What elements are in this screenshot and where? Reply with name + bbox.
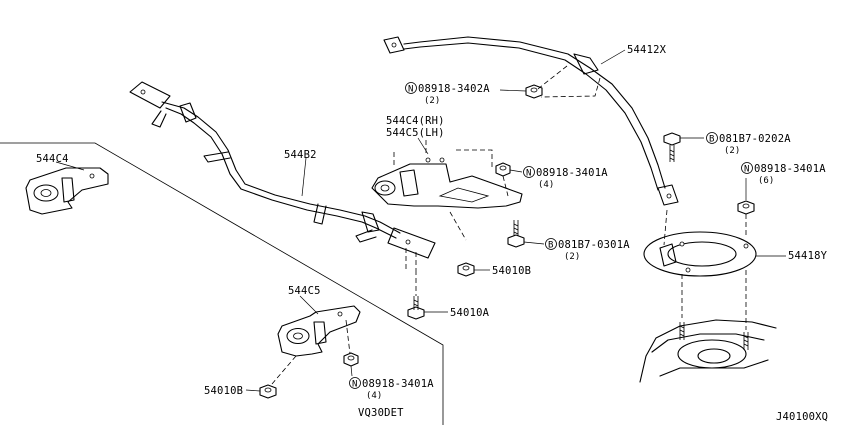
leader-54010b-low [245,389,261,392]
quantity: (4) [538,180,554,190]
bracket-544c4-rh [371,140,523,241]
leader-54412x [600,49,626,65]
callout-08918-3401a-mid: N 08918-3401A (4) [523,166,608,190]
leader-544c4-rh [417,137,429,155]
quantity: (4) [366,391,382,401]
ring-plate-54418y [643,231,757,330]
strut-tower [639,319,777,383]
label-54412x: 54412X [627,44,667,56]
prefix: N [526,169,531,179]
nut-3402a [525,84,543,99]
label-544b2: 544B2 [284,149,317,161]
part-number: 08918-3401A [536,167,608,179]
bracket-544c4-left [25,167,109,215]
nut-54010b-low [259,384,277,399]
b-symbol-icon [706,132,718,144]
prefix: B [548,241,553,251]
prefix: B [709,135,714,145]
leader-544c5-lower [299,295,319,315]
engine-variant-label: VQ30DET [358,407,404,419]
n-symbol-icon [349,377,361,389]
leader-nut-3402a [499,89,527,92]
leader-nut-3401a-low [350,365,353,377]
label-54418y: 54418Y [788,250,828,262]
label-54010a: 54010A [450,307,490,319]
n-symbol-icon [523,166,535,178]
prefix: N [352,380,357,390]
quantity: (2) [564,252,580,262]
diagram-code: J40100XQ [776,411,828,423]
label-544c4-left: 544C4 [36,153,69,165]
callout-08918-3401a-low: N 08918-3401A (4) [349,377,434,401]
quantity: (2) [424,96,440,106]
quantity: (6) [758,176,774,186]
bolt-0301a [507,220,525,248]
leader-bolt-0301a [523,241,545,245]
callout-08918-3401a-right: N 08918-3401A (6) [741,162,826,186]
prefix: N [744,165,749,175]
part-number: 08918-3401A [754,163,826,175]
n-symbol-icon [405,82,417,94]
nut-3401a-low [343,352,359,367]
label-54010b-low: 54010B [204,385,243,397]
prefix: N [408,85,413,95]
part-number: 081B7-0301A [558,239,630,251]
callout-08918-3402a: N 08918-3402A (2) [405,82,490,106]
bolt-0202a [663,132,681,162]
callout-081b7-0301a: B 081B7-0301A (2) [545,238,630,262]
b-symbol-icon [545,238,557,250]
callout-081b7-0202a: B 081B7-0202A (2) [706,132,791,156]
nut-54010b-mid [457,262,475,277]
label-54010b-mid: 54010B [492,265,531,277]
leader-544c4-left [55,161,85,171]
quantity: (2) [724,146,740,156]
label-544c5-lh: 544C5(LH) [386,127,445,139]
part-number: 08918-3402A [418,83,490,95]
n-symbol-icon [741,162,753,174]
bracket-544c5-lower [271,305,361,385]
leader-nut-3401a-mid [509,169,523,173]
part-number: 08918-3401A [362,378,434,390]
leader-544b2 [301,157,307,197]
inset-boundary [0,142,444,425]
nut-3401a-mid [495,162,511,197]
part-number: 081B7-0202A [719,133,791,145]
nut-3401a-right [737,200,755,236]
bolt-54010a [407,270,425,320]
strut-bar-544b2 [129,81,436,270]
strut-bar-54412x [383,36,679,246]
label-544c4-rh: 544C4(RH) [386,115,445,127]
label-544c5-lower: 544C5 [288,285,321,297]
